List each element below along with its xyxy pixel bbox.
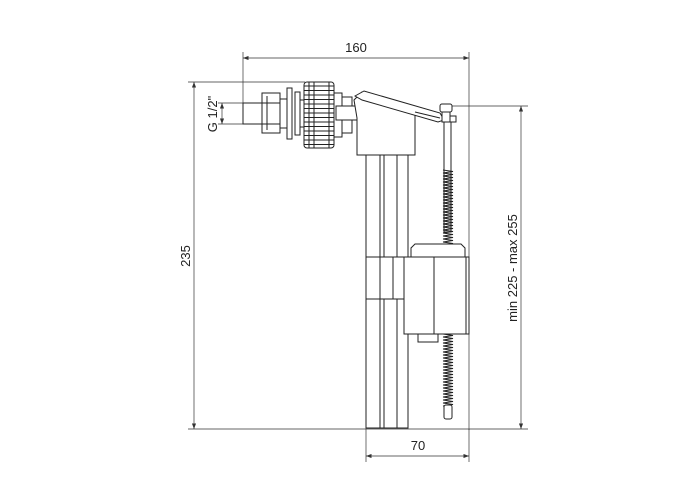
spring-coil: [442, 238, 454, 243]
spring-coil: [442, 211, 454, 216]
spring-coil: [442, 229, 454, 234]
spring-coil: [442, 223, 454, 228]
spring-coil: [442, 387, 454, 392]
spring-coil: [442, 390, 454, 395]
spring-coil: [442, 363, 454, 368]
spring-coil: [442, 393, 454, 398]
dimension-235: 235: [178, 81, 528, 430]
ribbed-nut: [303, 81, 335, 149]
spring-coil: [442, 360, 454, 365]
dimension-160: 160: [242, 40, 470, 430]
spring-coil: [442, 199, 454, 204]
dimension-label-70: 70: [411, 438, 425, 453]
valve-body: [353, 90, 457, 156]
spring-coil: [442, 172, 454, 177]
spring-coil: [442, 193, 454, 198]
spring-coil: [442, 190, 454, 195]
spring-coil: [442, 175, 454, 180]
spring-coil: [442, 217, 454, 222]
spring-coil: [442, 399, 454, 404]
spring-coil: [442, 372, 454, 377]
spring-coil: [442, 226, 454, 231]
spring-coil: [442, 214, 454, 219]
spring-coil: [442, 178, 454, 183]
spring-coil: [442, 220, 454, 225]
spring-coil: [442, 378, 454, 383]
inlet-assembly: [242, 81, 388, 149]
spring-coil: [442, 366, 454, 371]
spring-coil: [442, 169, 454, 174]
height-clip: [365, 256, 405, 300]
spring-coil: [442, 375, 454, 380]
spring-coil: [442, 208, 454, 213]
spring-coil: [442, 384, 454, 389]
spring-coil: [442, 187, 454, 192]
spring-coil: [442, 369, 454, 374]
spring-coil: [442, 232, 454, 237]
spring-coil: [442, 351, 454, 356]
spring-coil: [442, 202, 454, 207]
spring-coil: [442, 181, 454, 186]
dimension-label-adjustable-height: min 225 - max 255: [505, 214, 520, 322]
dimension-label-thread: G 1/2": [205, 95, 220, 132]
spring-coil: [442, 345, 454, 350]
spring-coil: [442, 196, 454, 201]
spring-coil: [442, 235, 454, 240]
spring-coil: [442, 396, 454, 401]
dimension-adjustable-height: min 225 - max 255: [448, 105, 528, 429]
spring-coil: [442, 342, 454, 347]
dimension-label-160: 160: [345, 40, 367, 55]
spring-coil: [442, 184, 454, 189]
dimension-70: 70: [365, 429, 470, 462]
spring-coil: [442, 339, 454, 344]
spring-coil: [442, 354, 454, 359]
spring-coil: [442, 336, 454, 341]
dimension-label-235: 235: [178, 245, 193, 267]
spring-coil: [442, 381, 454, 386]
spring-coil: [442, 357, 454, 362]
spring-coil: [442, 205, 454, 210]
spring-coil: [442, 348, 454, 353]
dimension-thread: G 1/2": [205, 95, 243, 132]
float-cup: [403, 243, 470, 343]
